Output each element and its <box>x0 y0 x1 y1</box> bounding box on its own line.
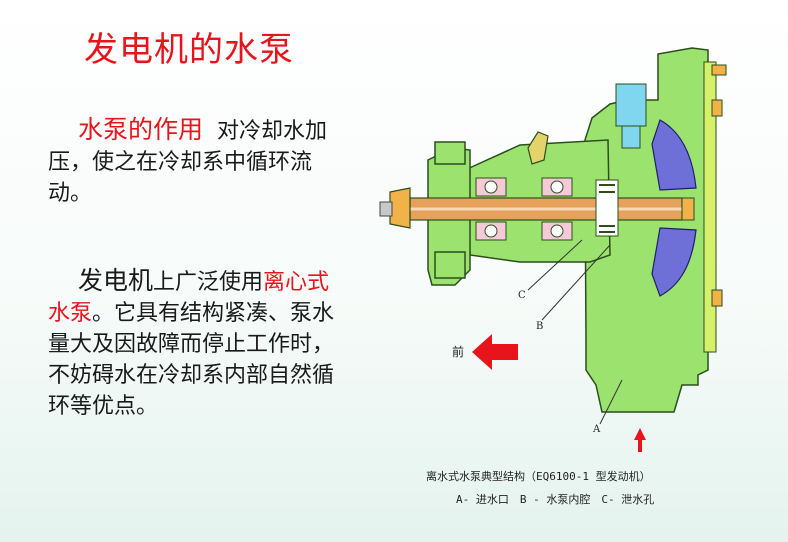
water-pump-diagram: C B A 前 <box>379 47 727 452</box>
inlet-arrow <box>634 428 646 452</box>
label-front: 前 <box>452 344 464 359</box>
impeller <box>651 119 697 191</box>
page-title: 发电机的水泵 <box>84 30 294 70</box>
pump-function-paragraph: 水泵的作用 对冷却水加压，使之在冷却系中循环流动。 <box>48 114 333 209</box>
fan-pulley <box>703 61 717 353</box>
hub-bolt-bottom <box>434 251 466 279</box>
label-c: C <box>518 290 526 301</box>
front-bearing <box>475 177 507 241</box>
pump-function-text: 对冷却水加压，使之在冷却系中循环流动。 <box>48 119 328 206</box>
top-bolt <box>615 83 647 127</box>
rear-nut <box>681 197 695 221</box>
grease-fitting <box>527 131 549 165</box>
front-direction-arrow <box>472 334 518 370</box>
rear-bearing <box>541 177 573 241</box>
label-b: B <box>536 321 543 332</box>
hub-bolt-top <box>434 141 466 165</box>
advantages-text: 。它具有结构紧凑、泵水量大及因故障而停止工作时，不妨碍水在冷却系内部自然循环等优… <box>48 301 335 419</box>
centrifugal-pump-term: 离心式水泵 <box>48 270 330 326</box>
diagram-legend: A- 进水口 B - 水泵内腔 C- 泄水孔 <box>456 493 655 506</box>
water-seal <box>595 179 619 237</box>
generator-term: 发电机 <box>78 266 154 295</box>
label-a: A <box>592 424 601 435</box>
usage-text: 上广泛使用 <box>153 270 264 295</box>
impeller-lower <box>651 227 697 297</box>
diagram-caption: 离水式水泵典型结构（EQ6100-1 型发动机） <box>426 470 651 483</box>
front-nut <box>389 187 411 229</box>
centrifugal-pump-paragraph: 发电机上广泛使用离心式水泵。它具有结构紧凑、泵水量大及因故障而停止工作时，不妨碍… <box>48 265 338 422</box>
pump-function-heading: 水泵的作用 <box>78 115 204 144</box>
